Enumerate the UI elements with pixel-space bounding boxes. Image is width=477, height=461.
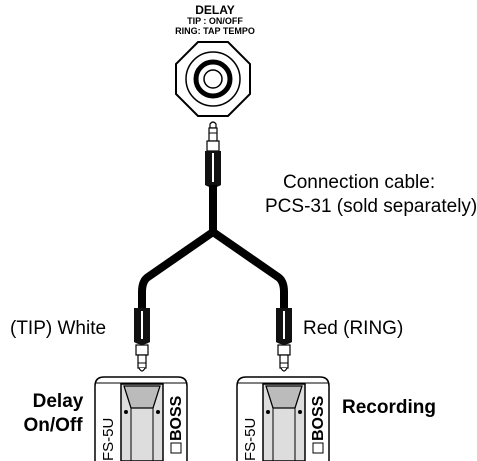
left-switch-brand: BOSS xyxy=(168,395,185,441)
right-switch-function: Recording xyxy=(342,397,436,418)
cable-label-line2: PCS-31 (sold separately) xyxy=(265,196,477,217)
left-switch-function-line2: On/Off xyxy=(23,415,83,436)
y-cable xyxy=(138,185,288,310)
right-plug-label: Red (RING) xyxy=(303,318,404,339)
left-plug-label: (TIP) White xyxy=(10,318,107,339)
cable-label-line1: Connection cable: xyxy=(283,172,436,193)
left-switch-model: FS-5U xyxy=(100,418,117,461)
right-plug xyxy=(276,308,292,372)
jack-tip-label: TIP : ON/OFF xyxy=(187,16,243,26)
left-footswitch xyxy=(94,376,188,461)
jack-title: DELAY xyxy=(195,3,235,17)
left-switch-function-line1: Delay xyxy=(32,391,84,412)
right-brand-logo-icon xyxy=(312,442,324,454)
left-plug xyxy=(134,308,150,372)
right-switch-model: FS-5U xyxy=(242,418,259,461)
top-plug xyxy=(205,121,221,188)
connection-diagram: DELAY TIP : ON/OFF RING: TAP TEMPO xyxy=(10,3,477,461)
right-switch-brand: BOSS xyxy=(310,395,327,441)
diagram-graphics: FS-5U BOSS FS-5U BOSS xyxy=(94,41,330,461)
left-brand-logo-icon xyxy=(170,442,182,454)
jack-socket xyxy=(175,41,251,117)
jack-ring-label: RING: TAP TEMPO xyxy=(175,26,255,36)
right-footswitch xyxy=(236,376,330,461)
